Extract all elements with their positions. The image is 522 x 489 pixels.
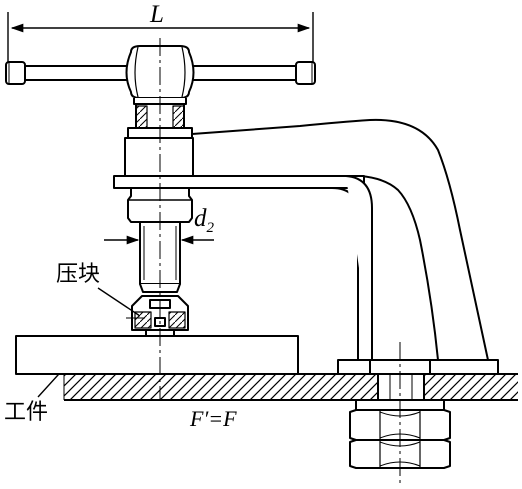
workpiece: [15, 335, 299, 375]
t-handle: [5, 45, 316, 99]
diameter-symbol: d: [194, 205, 207, 232]
center-lines: [159, 38, 401, 486]
pressure-block: [126, 295, 189, 338]
diameter-subscript: 2: [206, 220, 215, 236]
force-equation-label: F′=F: [190, 406, 237, 431]
workpiece-label: 工件: [4, 400, 49, 425]
clamp-body: [113, 118, 489, 361]
dimension-L-label: L: [150, 1, 164, 28]
pressure-block-label: 压块: [56, 262, 101, 287]
dimension-L: [7, 12, 314, 62]
dimension-d2-label: d2: [194, 206, 214, 236]
